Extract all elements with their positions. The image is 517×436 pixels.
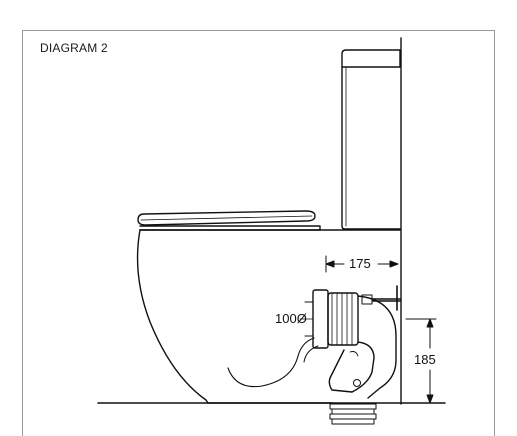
toilet-seat [137,210,321,231]
bend-pipe [328,295,397,399]
dimension-175 [325,255,399,273]
dimension-label-100: 100Ø [275,311,307,326]
dimension-185 [405,318,437,404]
dimension-label-185: 185 [414,352,436,367]
diagram-title: DIAGRAM 2 [40,41,108,55]
dimension-label-175: 175 [349,256,371,271]
wall-bracket [361,285,402,311]
toilet-pan [136,229,401,404]
diagram-frame [22,30,495,436]
floor-outlet [329,403,377,425]
cistern [341,49,401,230]
pan-connector [299,289,359,349]
